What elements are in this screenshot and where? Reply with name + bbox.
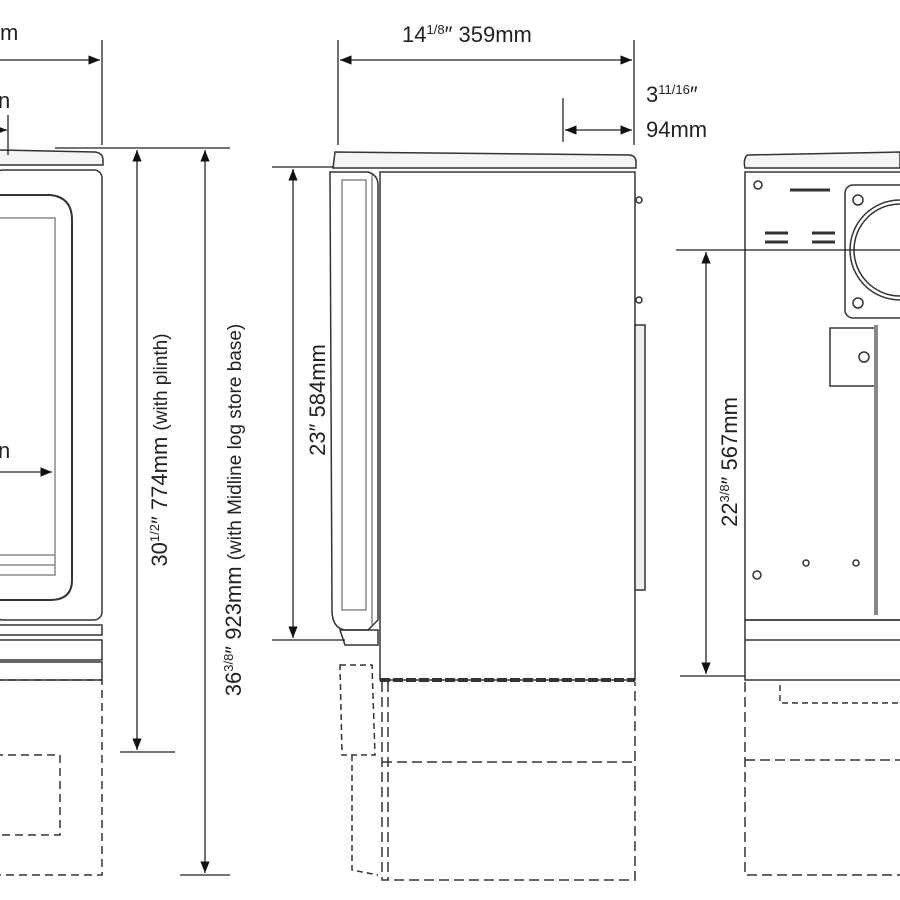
front-small-label: n <box>0 88 11 113</box>
front-dimension-lines <box>0 40 230 876</box>
front-view <box>0 149 104 876</box>
side-dimension-lines <box>272 40 635 641</box>
height-plinth-label: 301/2″ 774mm (with plinth) <box>147 333 172 567</box>
height-logstore-label: 363/8″ 923mm (with Midline log store bas… <box>221 323 246 697</box>
front-width-label: m <box>0 20 19 45</box>
rear-dimension-lines <box>676 249 900 677</box>
flue-height-label: 223/8″ 567mm <box>717 397 742 527</box>
width-label: 141/8″ 359mm <box>402 22 532 47</box>
rear-view <box>743 151 900 876</box>
body-height-label: 23″ 584mm <box>305 344 330 456</box>
flue-offset-inch-label: 311/16″ <box>646 82 698 107</box>
side-view <box>329 151 646 881</box>
flue-offset-mm-label: 94mm <box>646 117 708 142</box>
front-depth-label: n <box>0 438 11 463</box>
